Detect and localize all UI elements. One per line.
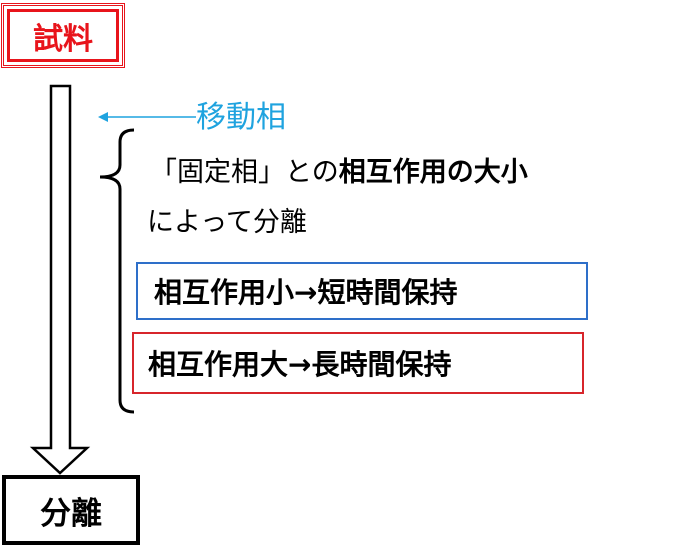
strong-interaction-box: 相互作用大→長時間保持	[132, 332, 584, 394]
separation-box: 分離	[2, 475, 140, 545]
description-line-2: によって分離	[147, 207, 307, 238]
sample-label: 試料	[33, 21, 93, 57]
brace-shape	[99, 128, 135, 414]
strong-interaction-label: 相互作用大→長時間保持	[148, 348, 452, 381]
mobile-phase-arrow-head	[98, 112, 108, 122]
description-emphasis: 相互作用の大小	[338, 157, 528, 188]
description-prefix: 「固定相」との	[150, 157, 339, 188]
description-line-1: 「固定相」との相互作用の大小	[150, 150, 528, 189]
flow-down-arrow	[29, 84, 91, 475]
separation-label: 分離	[40, 495, 102, 532]
sample-box: 試料	[1, 3, 125, 68]
weak-interaction-label: 相互作用小→短時間保持	[154, 276, 458, 309]
weak-interaction-box: 相互作用小→短時間保持	[136, 262, 588, 320]
mobile-phase-label: 移動相	[196, 100, 286, 135]
